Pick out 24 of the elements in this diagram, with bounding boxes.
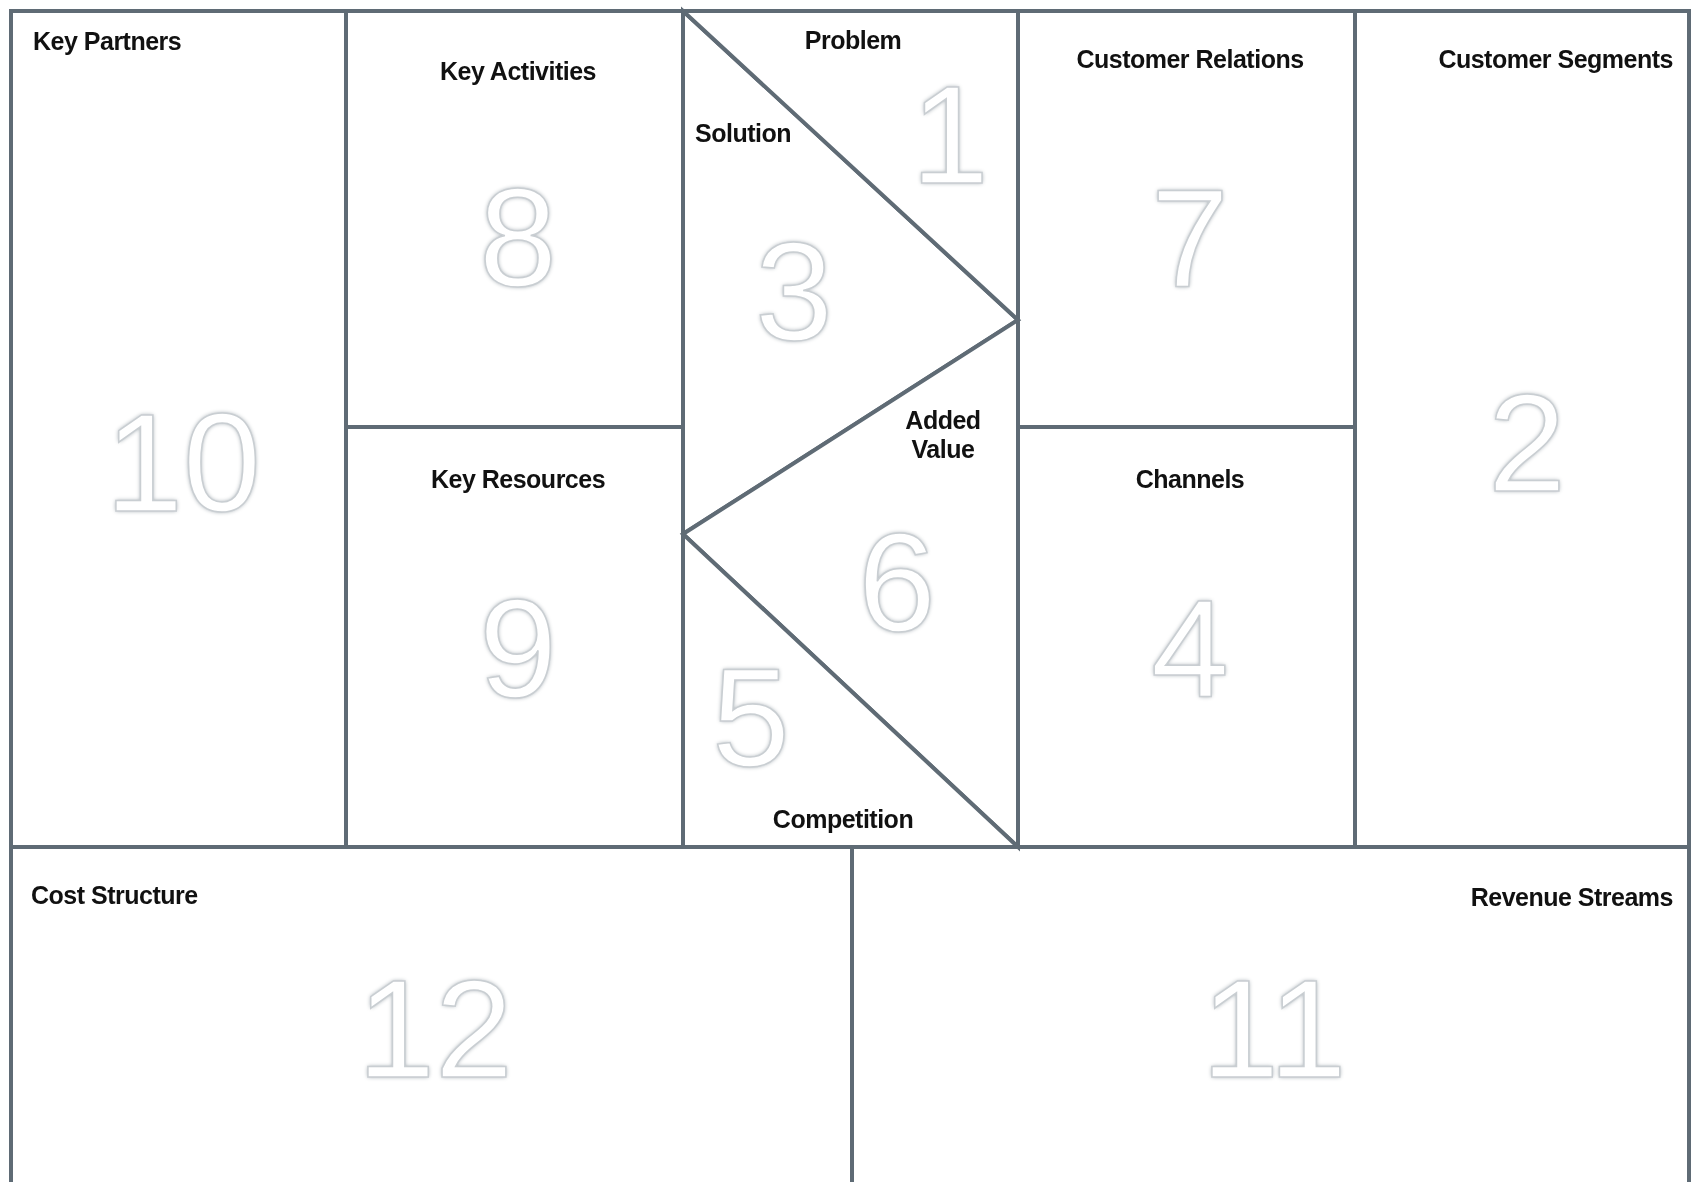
section-heading: Key Partners	[33, 27, 182, 56]
section-heading: Added Value	[904, 406, 982, 464]
section-heading: Revenue Streams	[1470, 883, 1673, 912]
section-heading: Competition	[772, 804, 914, 834]
section-heading: Key Resources	[430, 465, 606, 494]
section-heading: Channels	[1135, 465, 1245, 494]
section-number: 11	[1201, 959, 1347, 1099]
section-heading: Key Activities	[440, 57, 596, 86]
section-number: 3	[755, 222, 833, 362]
section-number: 8	[479, 168, 557, 308]
section-heading: Customer Segments	[1438, 45, 1673, 74]
section-heading: Customer Relations	[1076, 45, 1304, 74]
section-number: 1	[911, 65, 989, 205]
section-number: 2	[1488, 373, 1566, 513]
section-number: 6	[858, 513, 936, 653]
section-heading: Problem	[804, 25, 902, 55]
section-number: 9	[479, 579, 557, 719]
section-number: 5	[712, 648, 790, 788]
section-number: 7	[1151, 168, 1229, 308]
section-number: 4	[1151, 579, 1229, 719]
section-heading: Cost Structure	[31, 881, 198, 910]
section-heading: Solution	[695, 118, 791, 148]
section-number: 12	[357, 959, 513, 1099]
section-number: 10	[105, 393, 261, 533]
